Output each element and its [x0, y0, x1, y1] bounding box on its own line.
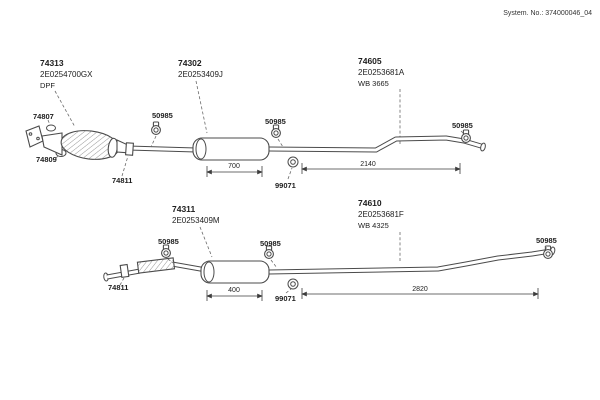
leader-line-99071-top: [287, 167, 293, 180]
dimension-2140-label: 2140: [360, 161, 376, 168]
callout-50985-bottom-1: 50985: [158, 237, 179, 246]
callout-74807: 74807: [33, 112, 54, 121]
dimension-400-label: 400: [228, 287, 240, 294]
label-74605: 74605 2E0253681A WB 3665: [358, 56, 405, 88]
leader-line-74811-bottom: [119, 277, 125, 286]
callout-99071-bottom: 99071: [275, 294, 296, 303]
part-note-74313: DPF: [40, 81, 55, 90]
leader-line-74311: [199, 226, 213, 258]
callout-50985-top-3: 50985: [452, 121, 473, 130]
callout-50985-top-2: 50985: [265, 117, 286, 126]
dimension-2140: 2140: [301, 161, 461, 174]
label-74610: 74610 2E0253681F WB 4325: [358, 198, 404, 230]
dpf-catalytic-converter: [41, 130, 131, 160]
dimension-700-label: 700: [228, 163, 240, 170]
callout-99071-top: 99071: [275, 181, 296, 190]
bottom-system: 400 2820 74311 2E0253409M 74610 2E025368…: [103, 198, 557, 303]
leader-line-74302: [195, 80, 208, 134]
part-code-74311: 2E0253409M: [172, 216, 220, 225]
callout-50985-bottom-2: 50985: [260, 239, 281, 248]
sleeve-clamp-74811-bottom: [119, 263, 130, 278]
part-number-74610: 74610: [358, 198, 382, 208]
callout-74811-top: 74811: [112, 176, 132, 185]
leader-line-74313: [54, 90, 76, 128]
clamp-50985-top-1: [151, 121, 161, 135]
system-number: System. No.: 374000046_04: [503, 10, 592, 17]
bottom-muffler: [200, 260, 270, 284]
clamp-50985-bottom-1: [161, 244, 171, 258]
part-number-74311: 74311: [172, 204, 195, 214]
dimension-400: 400: [206, 287, 263, 301]
top-system: 700 2140 74313 2E0254700GX DPF 74302 2E0…: [25, 56, 486, 190]
hanger-ring-99071-bottom: [287, 278, 299, 290]
flex-pipe-section: [136, 257, 176, 274]
leader-line-clamp-top-3: [460, 130, 465, 135]
hanger-ring-99071-top: [287, 156, 299, 168]
part-code-74610: 2E0253681F: [358, 210, 404, 219]
label-74311: 74311 2E0253409M: [172, 204, 220, 225]
leader-line-74807: [47, 119, 51, 126]
top-muffler: [192, 137, 270, 161]
clamp-50985-top-2: [271, 124, 281, 138]
dimension-2820: 2820: [301, 286, 539, 299]
label-74313: 74313 2E0254700GX DPF: [40, 58, 93, 90]
part-note-74605: WB 3665: [358, 79, 389, 88]
leader-line-clamp-bottom-1: [167, 258, 174, 264]
leader-line-clamp-top-1: [150, 135, 157, 148]
dimension-700: 700: [206, 163, 263, 177]
top-tailpipe-end: [480, 142, 486, 152]
label-74302: 74302 2E0253409J: [178, 58, 223, 79]
part-note-74610: WB 4325: [358, 221, 389, 230]
dimension-2820-label: 2820: [412, 286, 428, 293]
sleeve-clamp-74811-top: [125, 142, 134, 156]
clamp-50985-bottom-3: [543, 245, 553, 259]
part-number-74605: 74605: [358, 56, 382, 66]
callout-74809: 74809: [36, 155, 57, 164]
callout-50985-bottom-3: 50985: [536, 236, 557, 245]
part-code-74605: 2E0253681A: [358, 68, 405, 77]
leader-line-74811-top: [121, 155, 129, 177]
leader-line-74809: [55, 154, 60, 159]
part-code-74302: 2E0253409J: [178, 70, 223, 79]
part-number-74302: 74302: [178, 58, 202, 68]
leader-line-clamp-top-2: [277, 138, 284, 148]
leader-line-clamp-bottom-3: [544, 245, 548, 250]
callout-74811-bottom: 74811: [108, 283, 128, 292]
leader-line-clamp-bottom-2: [270, 259, 278, 269]
part-number-74313: 74313: [40, 58, 64, 68]
gasket-ring-74807: [46, 124, 56, 132]
leader-line-99071-bottom: [285, 288, 292, 294]
part-code-74313: 2E0254700GX: [40, 70, 93, 79]
callout-50985-top-1: 50985: [152, 111, 173, 120]
front-flange: [25, 125, 44, 148]
clamp-50985-top-3: [461, 129, 471, 143]
